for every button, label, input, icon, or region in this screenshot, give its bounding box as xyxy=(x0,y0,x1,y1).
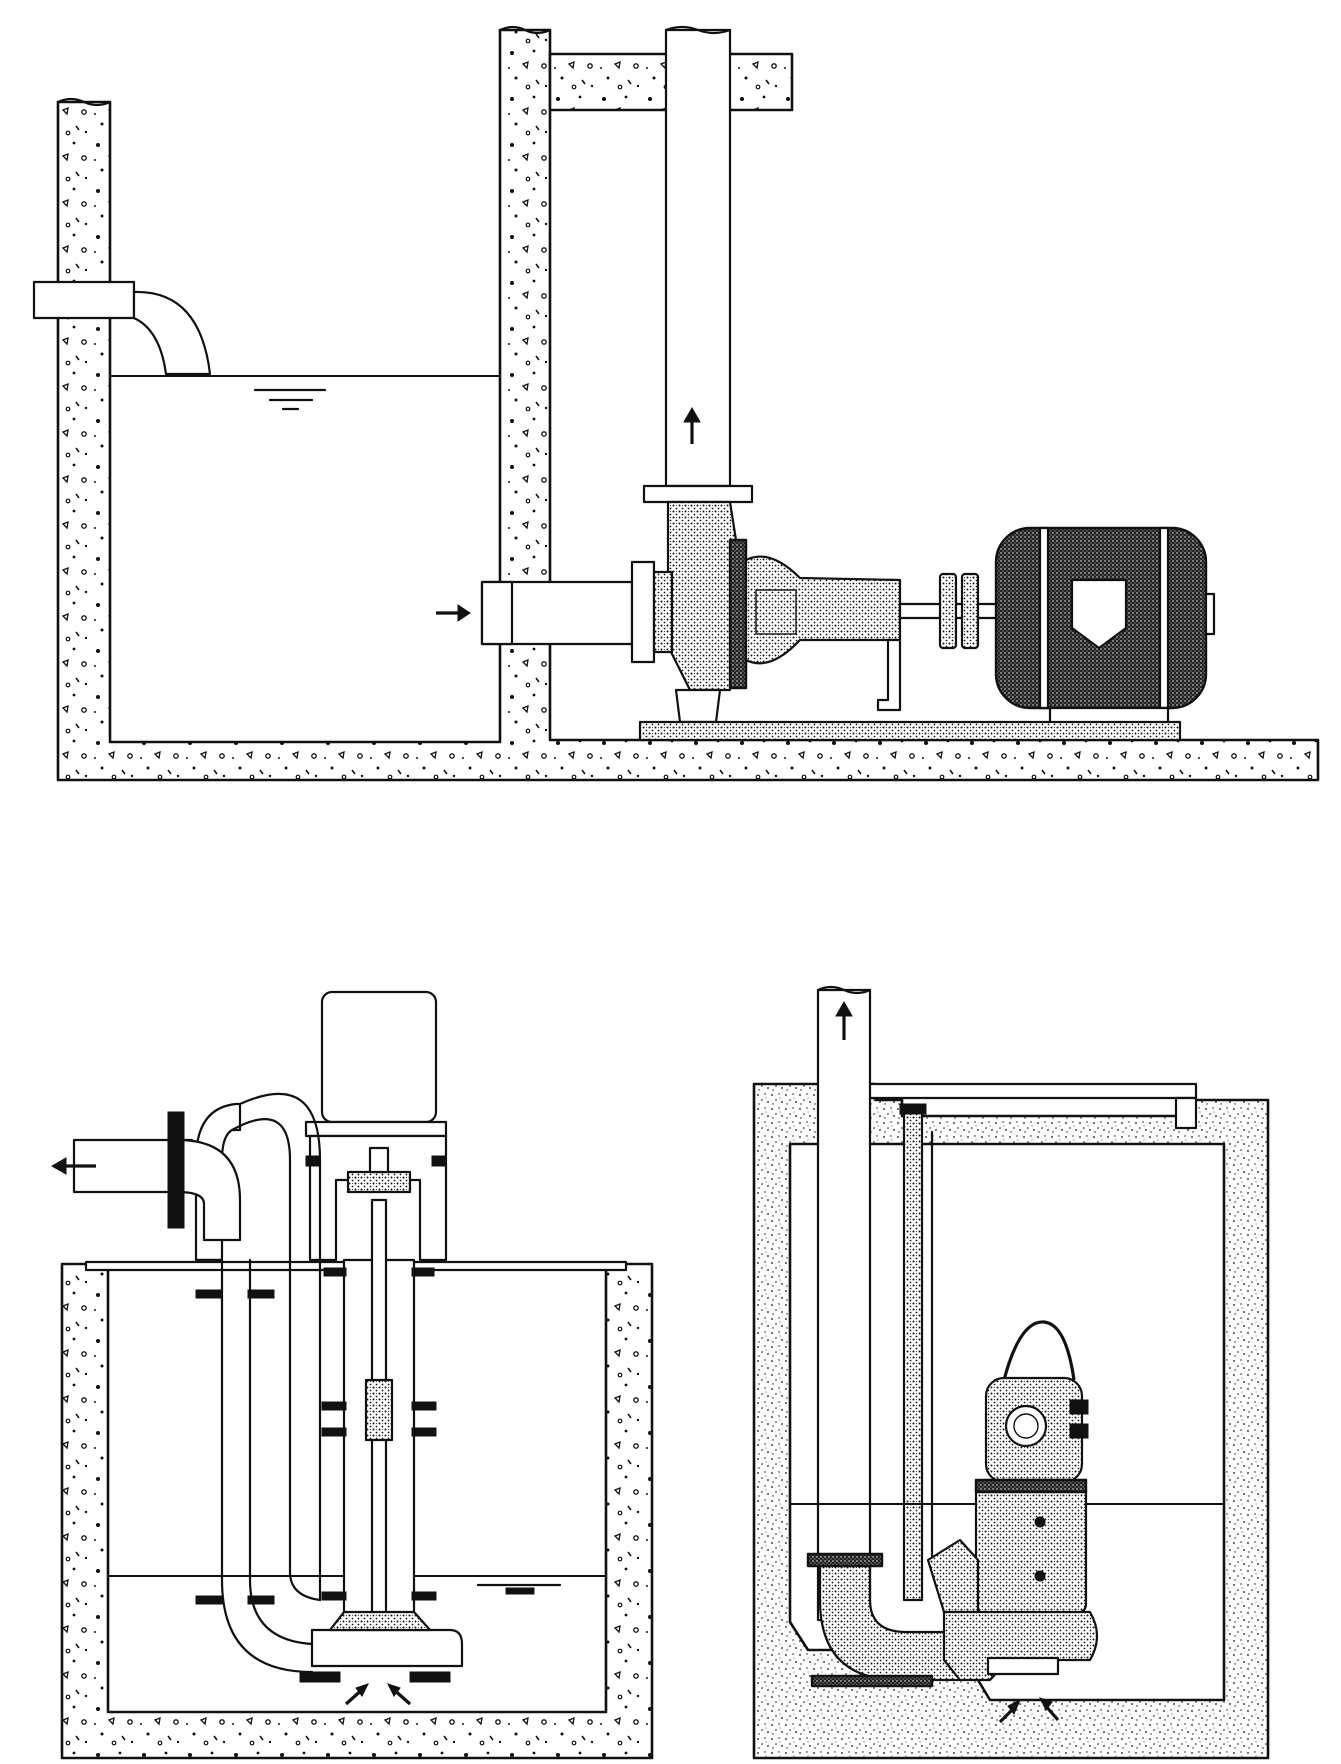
vertical-wet-pit-pump-panel xyxy=(50,990,654,1760)
bearing-window xyxy=(755,589,797,635)
guide-rail xyxy=(902,1108,924,1602)
housing-bolt xyxy=(1034,1570,1046,1582)
motor-terminal-box xyxy=(1070,578,1128,650)
riser-flange xyxy=(247,1595,275,1605)
cable-inlet-ring xyxy=(1013,1413,1039,1439)
motor-end-cap xyxy=(1204,592,1216,636)
riser-outer-wall xyxy=(238,1092,322,1602)
column-flange xyxy=(321,1591,347,1601)
casing-flange xyxy=(728,538,748,690)
rail-claw xyxy=(926,1538,980,1614)
rail-bracket xyxy=(899,1103,927,1115)
sump-cover xyxy=(866,1082,1198,1100)
partition-break-line xyxy=(498,25,552,35)
discharge-flange xyxy=(642,484,754,504)
motor-rib xyxy=(1038,526,1050,710)
motor-rib xyxy=(1158,526,1170,710)
pump-lifting-handle xyxy=(1002,1320,1076,1381)
pump-bowl xyxy=(310,1628,464,1668)
bowl-foot xyxy=(299,1671,341,1683)
riser-flange xyxy=(247,1289,275,1299)
bowl-foot xyxy=(409,1671,451,1683)
pump-volute-sub xyxy=(942,1610,1099,1682)
water-level-symbol xyxy=(476,1583,562,1595)
suction-nozzle xyxy=(652,570,674,654)
motor-stand xyxy=(308,1134,448,1262)
column-flange xyxy=(323,1267,347,1277)
baseplate xyxy=(638,720,1182,742)
column-flange xyxy=(411,1591,437,1601)
suction-eye xyxy=(986,1656,1060,1676)
elbow-flange xyxy=(806,1552,884,1568)
motor-flange xyxy=(304,1120,448,1138)
impeller xyxy=(328,1610,432,1632)
discharge-arrow-icon xyxy=(683,406,701,444)
suction-flange xyxy=(630,560,656,664)
vertical-coupling xyxy=(346,1170,412,1194)
terminal-nub xyxy=(1069,1399,1089,1415)
stand-bolt xyxy=(431,1155,447,1167)
motor-shaft xyxy=(368,1146,390,1174)
wall-break-line xyxy=(56,97,112,107)
discharge-pipe xyxy=(664,28,732,488)
outlet-elbow xyxy=(176,1138,242,1242)
cable-inlet xyxy=(1004,1404,1048,1448)
pump-foot xyxy=(674,688,722,724)
base-plate xyxy=(810,1674,934,1688)
terminal-nub xyxy=(1069,1423,1089,1439)
coupling-half-left xyxy=(938,572,958,650)
bearing-housing xyxy=(744,555,902,665)
vertical-motor xyxy=(320,990,438,1124)
riser-bend xyxy=(230,1118,322,1602)
cover-lip xyxy=(1174,1096,1198,1130)
sump-discharge-arrow-icon xyxy=(835,1000,853,1040)
sump-suction-arrows-icon xyxy=(998,1697,1060,1724)
housing-bolt xyxy=(1034,1516,1046,1528)
inlet-collar xyxy=(32,280,136,320)
column-flange xyxy=(321,1401,347,1411)
pump-motor-housing xyxy=(974,1478,1088,1616)
stand-bolt xyxy=(305,1155,321,1167)
inlet-elbow xyxy=(132,290,212,376)
inflow-arrow-icon xyxy=(436,604,471,622)
frame-support xyxy=(876,638,902,712)
coupling-half-right xyxy=(960,572,980,650)
outlet-arrow-icon xyxy=(50,1157,96,1175)
water-level-symbol xyxy=(253,388,327,411)
suction-arrows-icon xyxy=(344,1683,412,1706)
riser-u-bend xyxy=(220,1258,314,1674)
outlet-flange xyxy=(167,1111,185,1229)
wall-sleeve xyxy=(480,580,514,646)
sump-discharge-pipe xyxy=(816,988,872,1622)
riser-flange xyxy=(195,1595,223,1605)
submersible-sump-pump-panel xyxy=(752,985,1270,1760)
horizontal-dry-pit-pump-panel xyxy=(32,25,1320,782)
housing-band xyxy=(974,1478,1088,1494)
column-flange xyxy=(411,1401,437,1411)
sump-pipe-break-line xyxy=(816,985,872,995)
column-flange xyxy=(321,1427,347,1437)
discharge-break-line xyxy=(664,25,732,35)
shaft-bearing xyxy=(364,1378,394,1442)
riser-flange xyxy=(195,1289,223,1299)
column-flange xyxy=(411,1427,437,1437)
column-flange xyxy=(411,1267,435,1277)
